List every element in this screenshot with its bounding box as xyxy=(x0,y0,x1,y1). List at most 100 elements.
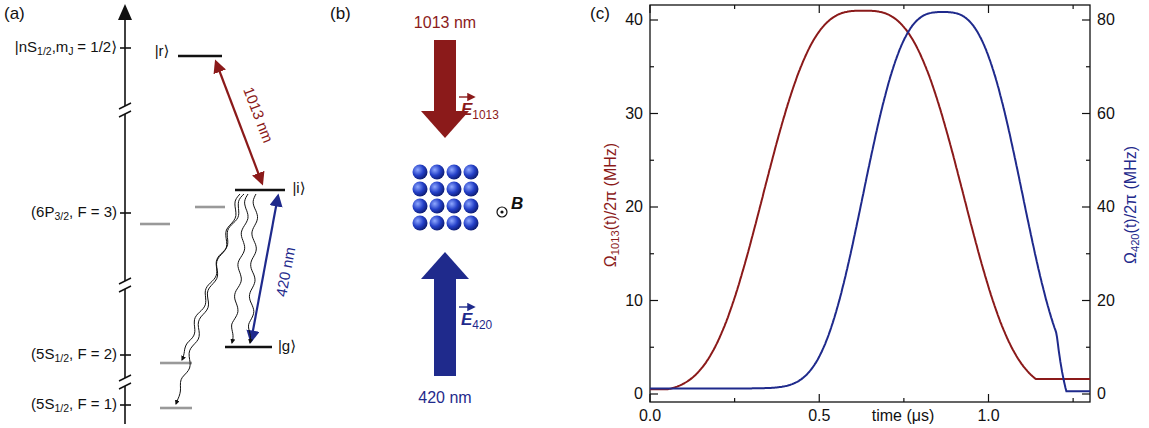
energy-axis xyxy=(118,4,132,424)
decay-line xyxy=(249,194,258,343)
atom-array xyxy=(413,165,479,231)
atom xyxy=(464,182,479,197)
rabi-curve-420 xyxy=(650,12,1090,391)
atom xyxy=(430,216,445,231)
tick xyxy=(1082,19,1090,20)
tick xyxy=(1082,300,1090,301)
tick-label-part: 80 xyxy=(1097,11,1115,28)
state-label-part: , F = 1) xyxy=(69,395,117,412)
tick-label-part: 40 xyxy=(625,11,643,28)
wavelength-label-part: 1013 nm xyxy=(414,14,476,31)
state-label-part: |nS xyxy=(15,38,37,55)
tick xyxy=(734,5,735,9)
tick xyxy=(1086,66,1090,67)
state-label-part: (5S xyxy=(31,395,54,412)
state-label-part: ,m xyxy=(52,38,69,55)
tick xyxy=(650,66,654,67)
atom xyxy=(447,199,462,214)
panel-letter-part: (c) xyxy=(590,4,610,23)
tick-label-part: 20 xyxy=(1097,292,1115,309)
atom xyxy=(464,165,479,180)
tick-label: 0.0 xyxy=(639,407,661,425)
tick-label-part: 10 xyxy=(625,292,643,309)
atom xyxy=(413,165,428,180)
tick-label: 20 xyxy=(1097,292,1115,310)
tick xyxy=(649,394,650,402)
tick xyxy=(988,5,989,13)
state-name: |i⟩ xyxy=(292,180,305,197)
tick xyxy=(650,19,658,20)
tick-label: 1.0 xyxy=(977,407,999,425)
state-label-part: (6P xyxy=(31,203,54,220)
axis-title-part: Ω xyxy=(1122,252,1139,264)
tick xyxy=(1073,398,1074,402)
tick xyxy=(1082,113,1090,114)
field-label-part: E xyxy=(461,100,472,119)
wavelength-label: 1013 nm xyxy=(414,14,476,32)
tick xyxy=(903,398,904,402)
tick-label: 30 xyxy=(625,105,643,123)
field-label: E420 xyxy=(461,311,492,332)
atom xyxy=(447,216,462,231)
atom xyxy=(413,182,428,197)
subscript: J xyxy=(68,45,73,57)
tick-label: 0 xyxy=(1097,385,1106,403)
tick xyxy=(1086,160,1090,161)
tick-label: 40 xyxy=(1097,198,1115,216)
axis-title-part: (t)/2π (MHz) xyxy=(1122,146,1139,233)
wavelength-label-part: 420 nm xyxy=(272,246,298,298)
tick-label: 0 xyxy=(634,385,643,403)
panel-letter-part: (b) xyxy=(330,4,351,23)
tick-label-part: 60 xyxy=(1097,105,1115,122)
tick xyxy=(1073,5,1074,9)
beam-1013 xyxy=(421,40,469,138)
axis-title-part: (t)/2π (MHz) xyxy=(602,143,619,230)
tick-label-part: 0 xyxy=(1097,385,1106,402)
tick xyxy=(650,113,658,114)
atom xyxy=(430,165,445,180)
plot-frame xyxy=(650,5,1090,402)
panel-letter: (a) xyxy=(4,5,25,24)
tick-label-part: 20 xyxy=(625,198,643,215)
subscript: 1/2 xyxy=(54,352,69,364)
atom xyxy=(464,216,479,231)
axis-title: time (μs) xyxy=(872,407,935,425)
panel-letter-part: (a) xyxy=(4,4,25,23)
state-label-part: , F = 2) xyxy=(69,345,117,362)
state-label-part: , F = 3) xyxy=(69,203,117,220)
state-name-part: |g⟩ xyxy=(278,337,296,354)
atom xyxy=(447,165,462,180)
tick-label: 60 xyxy=(1097,105,1115,123)
subscript: 1/2 xyxy=(54,402,69,414)
tick-label: 40 xyxy=(625,11,643,29)
decay-line xyxy=(232,194,248,343)
field-label-part: B xyxy=(511,194,523,213)
atom xyxy=(413,216,428,231)
tick xyxy=(819,5,820,13)
field-label-part: E xyxy=(461,310,472,329)
tick xyxy=(649,5,650,13)
axis-title: Ω420(t)/2π (MHz) xyxy=(1122,146,1142,264)
wavelength-label: 420 nm xyxy=(418,389,471,407)
state-name-part: |i⟩ xyxy=(292,179,305,196)
tick-label-part: 0.5 xyxy=(808,407,830,424)
laser-transitions xyxy=(216,62,278,341)
state-name: |g⟩ xyxy=(278,338,296,355)
tick xyxy=(650,160,654,161)
axis-break xyxy=(118,103,132,389)
magnetic-field-symbol xyxy=(497,207,507,217)
axis-title-part: time (μs) xyxy=(872,407,935,424)
state-label: |nS1/2,mJ= 1/2⟩ xyxy=(15,39,117,58)
panel-letter: (b) xyxy=(330,5,351,24)
field-label: B xyxy=(511,195,523,214)
spontaneous-decay xyxy=(176,194,258,404)
tick-label-part: 40 xyxy=(1097,198,1115,215)
atom xyxy=(413,199,428,214)
tick xyxy=(734,398,735,402)
wavelength-label-part: 420 nm xyxy=(418,389,471,406)
atom xyxy=(464,199,479,214)
tick xyxy=(1082,393,1090,394)
atom xyxy=(430,199,445,214)
field-label: E1013 xyxy=(461,101,499,122)
